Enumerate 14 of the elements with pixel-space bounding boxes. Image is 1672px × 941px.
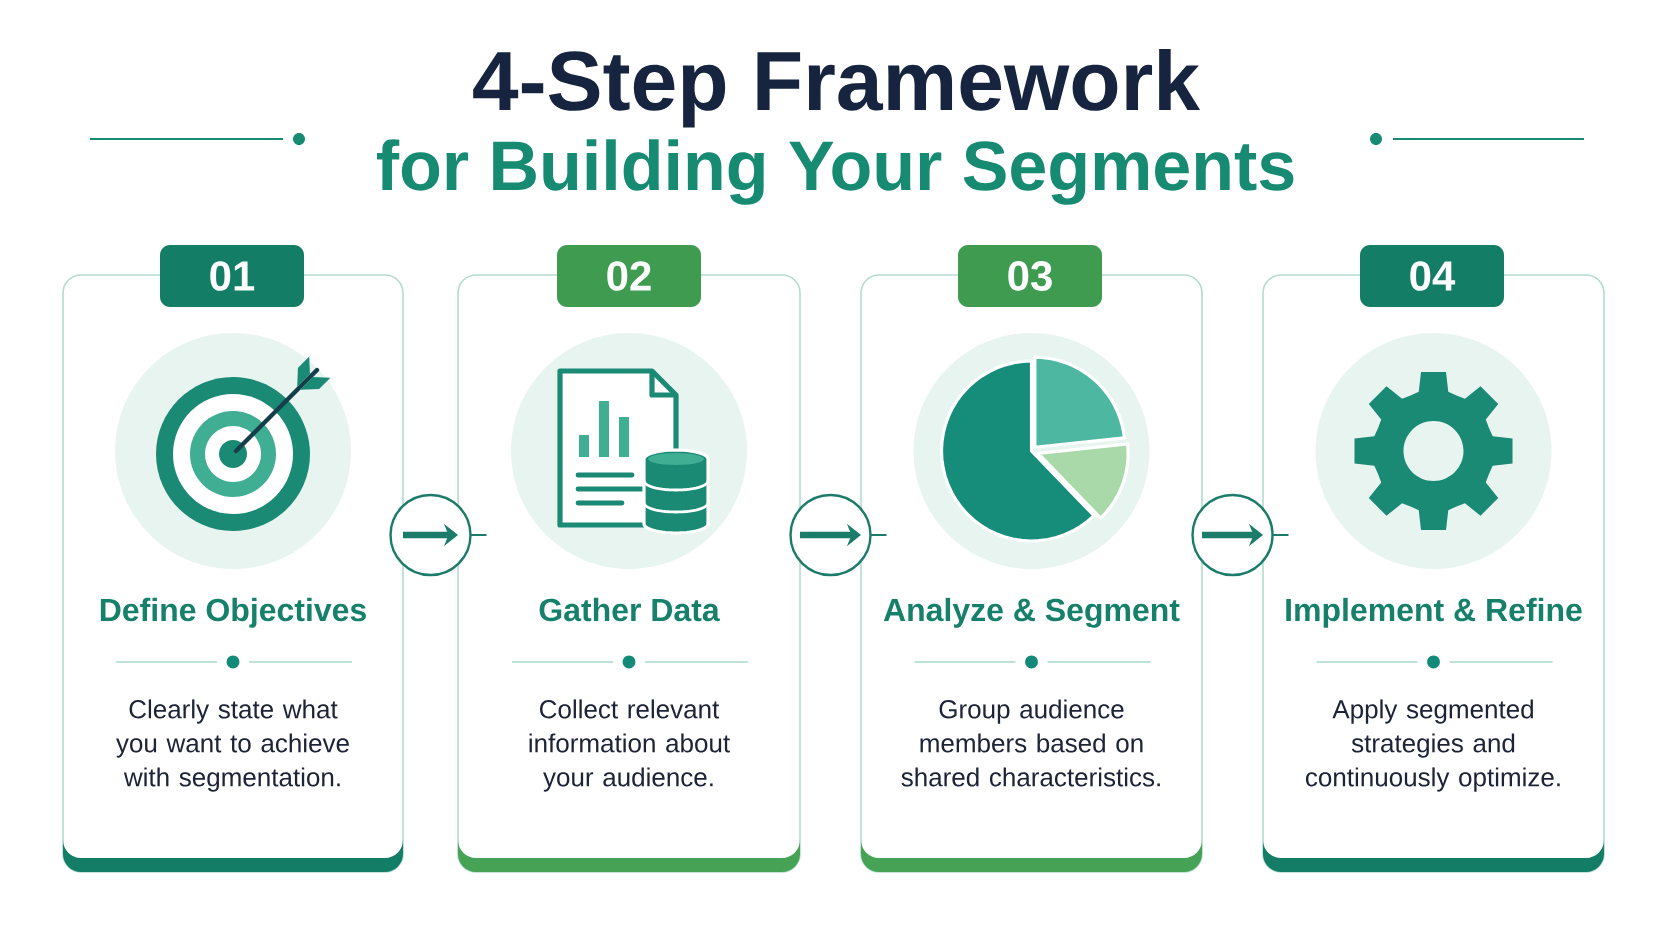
title: 4-Step Framework (473, 49, 1201, 128)
step-number-badge: 04 (1360, 245, 1504, 307)
step-description: Collect relevant information about your audience. (529, 699, 730, 792)
step-number-badge: 03 (958, 245, 1102, 307)
step-title: Analyze & Segment (883, 597, 1180, 628)
step-description: Clearly state what you want to achieve with segmentation. (116, 699, 349, 792)
step-number-badge: 02 (557, 245, 701, 307)
step-number-badge: 01 (160, 245, 304, 307)
step-description: Apply segmented strategies and continuously optimize. (1306, 699, 1560, 792)
subtitle: for Building Your Segments (377, 139, 1294, 205)
step-title: Define Objectives (100, 597, 366, 628)
step-title: Gather Data (539, 597, 720, 622)
step-title: Implement & Refine (1286, 597, 1582, 628)
step-description: Group audience members based on shared characteristics. (901, 699, 1160, 787)
